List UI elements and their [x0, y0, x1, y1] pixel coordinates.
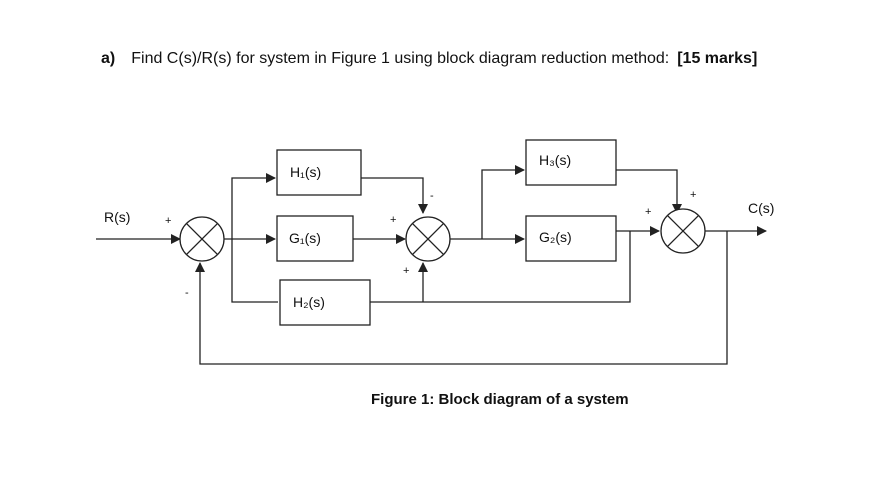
- block-h2: [279, 279, 371, 326]
- input-label: R(s): [104, 209, 130, 225]
- h2-feedback-line: [370, 239, 631, 303]
- sum1-to-h2-line: [231, 239, 278, 303]
- block-g2-label: G₂(s): [539, 229, 572, 245]
- sum2-plus-sign-left: +: [390, 214, 396, 226]
- block-h3: [525, 139, 617, 186]
- unity-feedback-line: [195, 231, 728, 365]
- block-g1-label: G₁(s): [289, 230, 321, 246]
- sum1-minus-sign: -: [185, 287, 189, 299]
- sum2-minus-sign: -: [430, 190, 434, 202]
- sum3-plus-sign-top: +: [690, 189, 696, 201]
- question-body: Find C(s)/R(s) for system in Figure 1 us…: [131, 50, 670, 67]
- question-text: a) Find C(s)/R(s) for system in Figure 1 …: [101, 50, 757, 68]
- output-label: C(s): [748, 200, 774, 216]
- block-h1: [276, 149, 362, 196]
- h1-to-sum2-line: [361, 177, 428, 214]
- sum2-to-h3-line: [481, 165, 525, 239]
- question-marks: [15 marks]: [677, 50, 758, 67]
- summing-junction-3: [660, 208, 706, 254]
- sum3-plus-sign-left: +: [645, 206, 651, 218]
- summing-junction-2: [405, 216, 451, 262]
- block-h1-label: H₁(s): [290, 164, 321, 180]
- block-g2: [525, 215, 617, 262]
- figure-caption: Figure 1: Block diagram of a system: [371, 391, 629, 408]
- question-number: a): [101, 50, 116, 67]
- block-g1: [276, 215, 354, 262]
- block-h3-label: H₃(s): [539, 152, 571, 168]
- sum1-plus-sign: +: [165, 215, 171, 227]
- sum1-to-h1-line: [231, 173, 276, 239]
- summing-junction-1: [179, 216, 225, 262]
- sum2-plus-sign-bottom: +: [403, 265, 409, 277]
- h3-to-sum3-line: [616, 169, 682, 214]
- block-h2-label: H₂(s): [293, 294, 325, 310]
